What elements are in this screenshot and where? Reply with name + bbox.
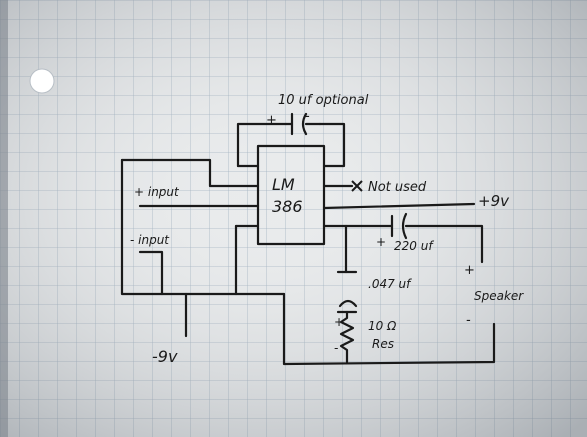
resistor-type-label: Res	[372, 337, 394, 351]
opt-cap-wire-left	[236, 122, 288, 168]
minus9-label: -9v	[152, 347, 178, 366]
lm386-chip	[256, 144, 326, 246]
resistor-10ohm	[339, 310, 355, 364]
plus-input-label: + input	[134, 185, 180, 199]
plus-input-wire-upper	[120, 158, 260, 188]
cap-optional-label: 10 uf optional	[278, 93, 369, 108]
schematic-wires	[120, 112, 496, 366]
chip-label-2: 386	[272, 197, 303, 216]
cap220-plus: +	[376, 235, 386, 249]
minus-input-wire	[138, 250, 164, 296]
opt-cap-plate-right	[301, 112, 308, 136]
cap220-label: 220 uf	[394, 239, 434, 253]
opt-cap-plus: +	[266, 113, 277, 128]
paper-edge	[0, 0, 8, 437]
input-block-outline	[120, 158, 286, 296]
not-used-x-icon	[351, 180, 363, 192]
not-used-label: Not used	[368, 180, 427, 195]
ground-rail	[282, 292, 496, 366]
speaker-label: Speaker	[474, 289, 524, 303]
plus9-label: +9v	[478, 192, 510, 210]
chip-label-1: LM	[272, 175, 295, 194]
resistor-minus: -	[334, 341, 338, 355]
punch-hole	[29, 68, 55, 94]
cap047-plate-top	[338, 299, 358, 308]
speaker-plus: +	[464, 263, 475, 278]
cap220-to-speaker	[404, 224, 484, 264]
cap220-plate-right	[401, 212, 408, 240]
plus9-wire	[322, 202, 476, 210]
resistor-plus: +	[334, 315, 344, 329]
opt-cap-minus: -	[305, 109, 310, 124]
resistor-value-label: 10 Ω	[368, 319, 397, 333]
opt-cap-wire-right	[318, 122, 346, 168]
cap047-label: .047 uf	[368, 277, 412, 291]
minus-input-label: - input	[130, 233, 170, 247]
speaker-minus: -	[466, 313, 471, 328]
